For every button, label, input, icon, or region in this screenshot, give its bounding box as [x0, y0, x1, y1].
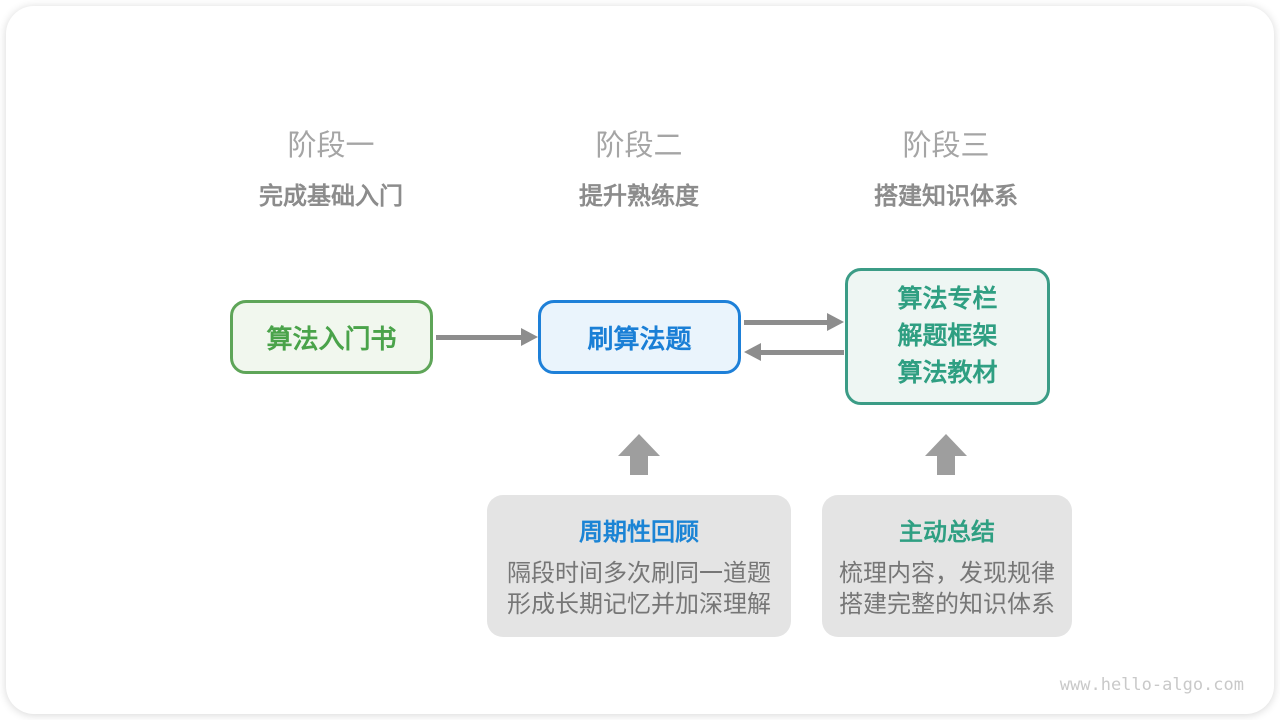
watermark: www.hello-algo.com [1059, 675, 1244, 695]
node-intro-book: 算法入门书 [230, 300, 433, 374]
stage-1-label: 阶段一 [287, 130, 375, 162]
arrow-practice-to-resources-head-icon [827, 313, 844, 331]
note-active-summary: 主动总结 梳理内容，发现规律 搭建完整的知识体系 [822, 495, 1072, 637]
arrow-practice-to-resources-line [744, 320, 828, 325]
arrow-resources-to-practice-head-icon [744, 343, 761, 361]
node-practice: 刷算法题 [538, 300, 741, 374]
note-body-line: 隔段时间多次刷同一道题 [507, 560, 771, 587]
stage-3-label: 阶段三 [902, 130, 990, 162]
node-resources-line: 解题框架 [897, 322, 998, 350]
arrow-book-to-practice-line [436, 335, 522, 340]
note-periodic-review-body: 隔段时间多次刷同一道题 形成长期记忆并加深理解 [487, 558, 791, 620]
stage-2-label: 阶段二 [595, 130, 683, 162]
note-active-summary-body: 梳理内容，发现规律 搭建完整的知识体系 [822, 558, 1072, 620]
up-arrow-review-stem [630, 456, 648, 475]
node-resources-line: 算法专栏 [897, 285, 998, 313]
up-arrow-summary-stem [937, 456, 955, 475]
node-practice-label: 刷算法题 [587, 323, 692, 354]
note-periodic-review-title: 周期性回顾 [579, 519, 699, 546]
note-body-line: 形成长期记忆并加深理解 [507, 591, 771, 618]
note-active-summary-title: 主动总结 [899, 519, 995, 546]
stage-3-subtitle: 搭建知识体系 [874, 183, 1018, 210]
node-intro-book-label: 算法入门书 [266, 323, 397, 354]
up-arrow-summary-head-icon [925, 434, 967, 456]
node-resources-line: 算法教材 [897, 359, 998, 387]
stage-1-subtitle: 完成基础入门 [259, 183, 403, 210]
arrow-resources-to-practice-line [760, 350, 844, 355]
node-resources: 算法专栏 解题框架 算法教材 [845, 268, 1050, 405]
note-body-line: 梳理内容，发现规律 [839, 560, 1055, 587]
note-periodic-review: 周期性回顾 隔段时间多次刷同一道题 形成长期记忆并加深理解 [487, 495, 791, 637]
stage-2-subtitle: 提升熟练度 [579, 183, 699, 210]
arrow-book-to-practice-head-icon [521, 328, 538, 346]
up-arrow-review-head-icon [618, 434, 660, 456]
note-body-line: 搭建完整的知识体系 [839, 591, 1055, 618]
